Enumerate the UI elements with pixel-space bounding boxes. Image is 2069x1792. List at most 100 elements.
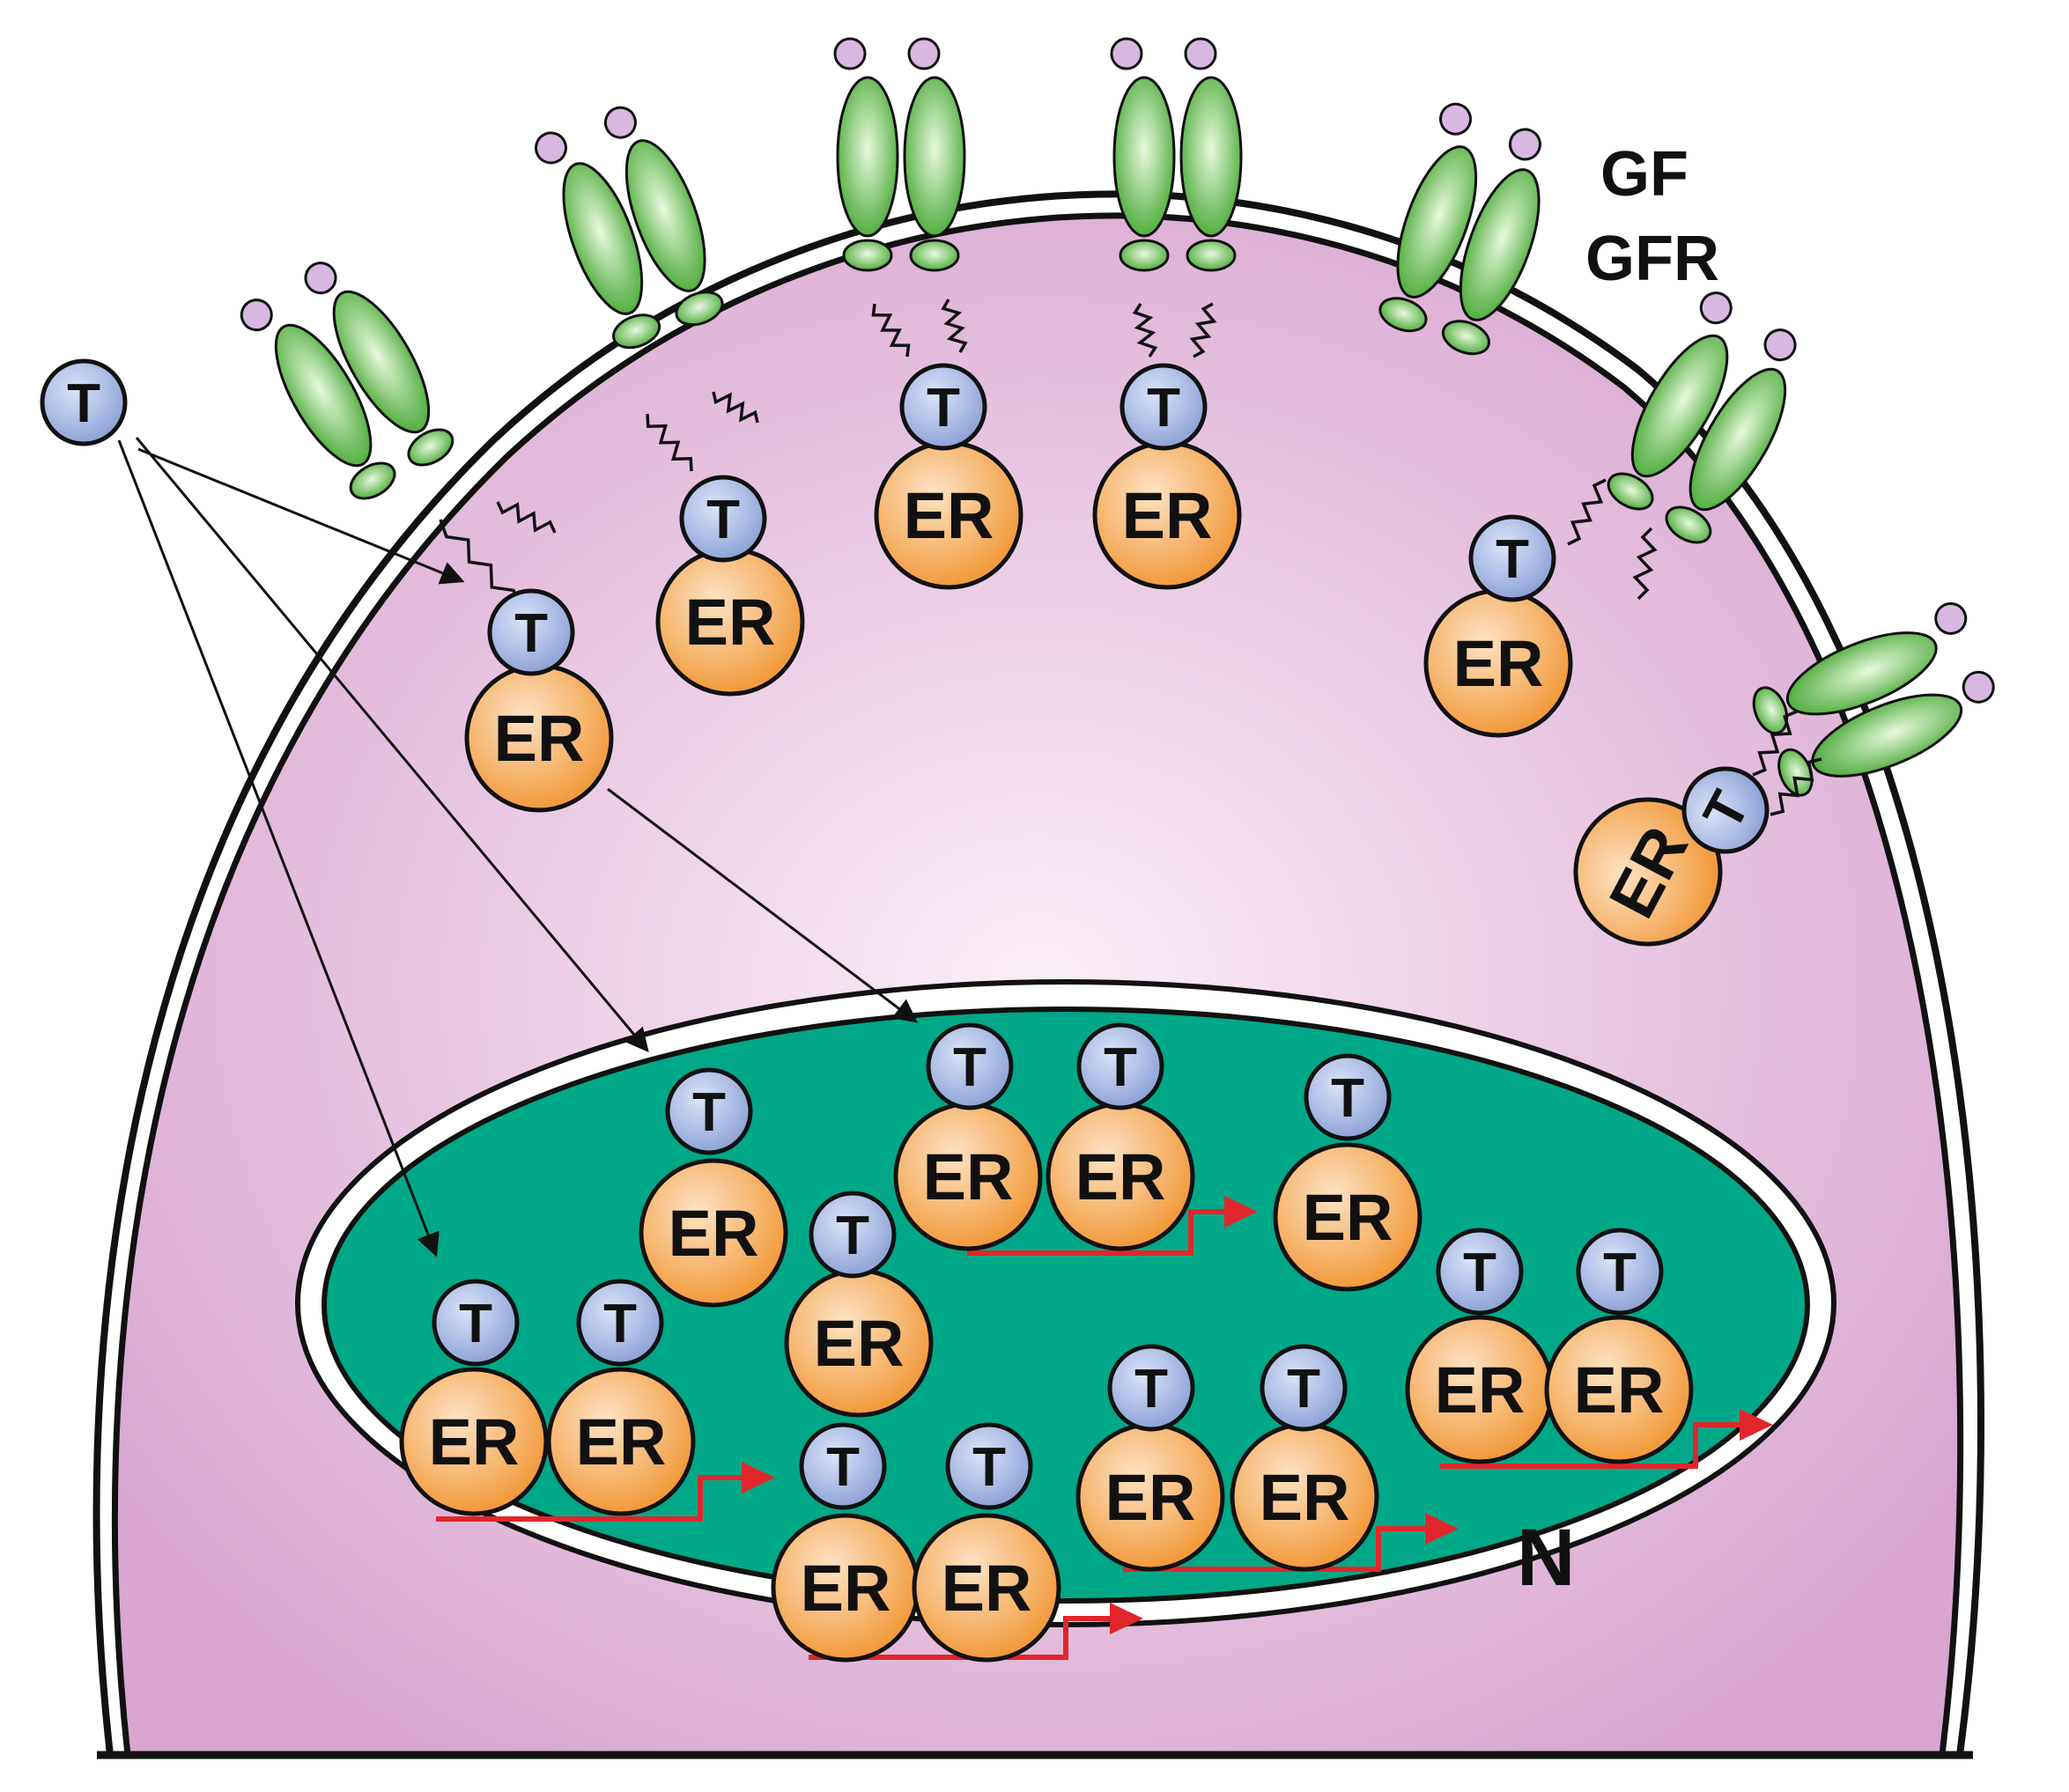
ligand-circle	[432, 1279, 520, 1367]
transcription-start-icon	[809, 1616, 1117, 1660]
ligand-circle	[1119, 363, 1208, 451]
gfr-subunit	[1179, 76, 1243, 238]
estrogen-receptor-er: ER	[874, 440, 1023, 590]
ligand-label: T	[1104, 1037, 1137, 1098]
ligand-circle	[799, 1422, 887, 1510]
t-er-complex: ERT	[655, 475, 805, 697]
gfr-intracellular-domain	[842, 239, 893, 272]
gfr-subunit	[1811, 693, 1963, 778]
gfr-subunit	[1112, 76, 1176, 238]
t-er-complex: ERT	[874, 363, 1023, 590]
ligand-label: T	[603, 1294, 637, 1354]
growth-factor-receptors	[240, 37, 1995, 797]
gfr-dimer-icon	[1378, 102, 1541, 356]
t-er-complex: ER T	[1092, 363, 1242, 590]
ligand-t: T	[1468, 514, 1556, 602]
gfr-dimer-icon	[833, 37, 966, 272]
gfr-intracellular-domain	[909, 239, 960, 272]
ligand-label: T	[1134, 1359, 1168, 1420]
receptor-label: ER	[1122, 479, 1213, 552]
receptor-label: ER	[576, 1405, 667, 1479]
gfr-subunit	[562, 162, 644, 315]
nucleus-label: N	[1517, 1513, 1575, 1603]
gfr-subunit	[836, 76, 899, 238]
ligand-t: T	[679, 475, 767, 563]
cell-outer-membrane	[92, 190, 1984, 1756]
growth-factor-icon	[1763, 328, 1797, 362]
growth-factor-icon	[1934, 601, 1968, 635]
estrogen-receptor-er: ER	[639, 1158, 788, 1308]
gfr-intracellular-domain	[1752, 686, 1789, 735]
ligand-label: T	[514, 603, 548, 664]
ligand-circle	[1076, 1022, 1164, 1110]
transcription-arrowhead	[1740, 1409, 1773, 1441]
t-er-complex: ERT	[1573, 766, 1770, 947]
ligand-label: T	[1287, 1359, 1320, 1420]
receptor-label: ER	[494, 702, 585, 775]
t-er-complex: ERT	[1273, 1053, 1422, 1292]
ligand-circle	[1681, 766, 1770, 854]
ligand-t: T	[1681, 766, 1770, 854]
receptor-circle	[1544, 1315, 1694, 1464]
t-er-complex: ERT	[1423, 514, 1573, 738]
ligand-label: T	[927, 378, 960, 439]
ligand-circle	[945, 1422, 1033, 1510]
ligand-circle	[1436, 1228, 1524, 1316]
receptor-label: ER	[814, 1307, 905, 1380]
linker-zigzag	[1632, 527, 1658, 601]
ligand-circle	[576, 1279, 664, 1367]
t-er-complex: ER T	[1046, 1022, 1195, 1251]
ligand-label: T	[692, 1082, 726, 1143]
gfr-dimer-icon	[240, 262, 454, 500]
t-er-complex: ERT	[1230, 1344, 1379, 1572]
ligand-t: T	[432, 1279, 520, 1367]
transcription-arrowhead	[1224, 1196, 1258, 1228]
gfr-intracellular-domain	[1378, 297, 1428, 333]
t-er-complex: ERT	[912, 1422, 1061, 1663]
receptor-label: ER	[1075, 1140, 1166, 1213]
estrogen-receptor-er: ER	[464, 663, 614, 813]
ligand-circle	[40, 358, 128, 446]
gfr-subunit	[1630, 334, 1729, 478]
estrogen-receptor-er: ER	[1423, 588, 1573, 738]
gfr-intracellular-domain	[1186, 239, 1237, 272]
transcription-arrowhead	[1110, 1603, 1143, 1634]
gfr-label: GFR	[1585, 224, 1719, 294]
receptor-label: ER	[1105, 1461, 1196, 1534]
t-er-complex: ERT	[399, 1279, 549, 1516]
receptor-circle	[1573, 797, 1723, 947]
ligand-circle	[1304, 1053, 1392, 1141]
receptor-label: ER	[923, 1140, 1014, 1213]
growth-factor-icon	[1508, 128, 1541, 161]
ligand-t: T	[1119, 363, 1208, 451]
ligand-t: T	[1260, 1344, 1348, 1432]
ligand-label: T	[1331, 1068, 1364, 1129]
receptor-label: ER	[1574, 1353, 1665, 1427]
receptor-label: ER	[669, 1197, 759, 1270]
t-er-complex: ERT	[1405, 1228, 1555, 1464]
linker-zigzag	[646, 413, 693, 472]
gfr-intracellular-domain	[612, 313, 661, 350]
growth-factor-icon	[1699, 291, 1733, 325]
t-er-complex: ER T	[639, 1067, 788, 1308]
transcription-start-icon	[1440, 1422, 1747, 1469]
ligand-circle	[1107, 1344, 1195, 1432]
transcription-start-icon	[436, 1475, 749, 1522]
receptor-circle	[546, 1367, 696, 1516]
ligand-circle	[487, 588, 575, 676]
ligand-t: T	[1076, 1022, 1164, 1110]
estrogen-receptor-er: ER	[1075, 1422, 1225, 1572]
growth-factor-icon	[1184, 37, 1217, 70]
ligand-circle	[665, 1067, 753, 1155]
gfr-intracellular-domain	[349, 461, 396, 500]
gf-label: GF	[1600, 139, 1688, 210]
ligand-t: T	[809, 1191, 897, 1279]
growth-factor-icon	[907, 37, 941, 70]
receptor-circle	[399, 1367, 549, 1516]
ligand-circle	[1260, 1344, 1348, 1432]
ligand-label: T	[1147, 378, 1180, 439]
t-er-complex: ER T	[546, 1279, 696, 1516]
gfr-intracellular-domain	[1607, 472, 1654, 511]
